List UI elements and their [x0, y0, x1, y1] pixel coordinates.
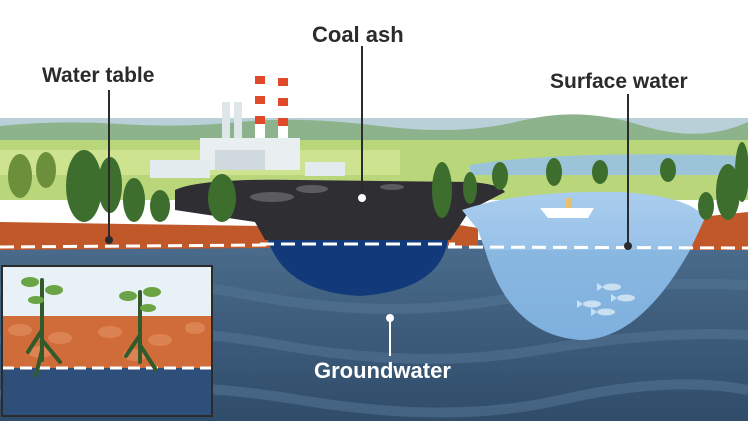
groundwater-marker	[386, 314, 394, 322]
water-table-line	[0, 243, 748, 250]
surface-water-label: Surface water	[550, 70, 688, 93]
left-soil-band	[0, 222, 270, 250]
coal-ash-marker	[358, 194, 366, 202]
tree-icon	[8, 142, 748, 222]
surface-water-marker	[624, 242, 632, 250]
soil-cutaway-inset	[2, 266, 212, 416]
coal-ash-label: Coal ash	[312, 22, 404, 47]
power-plant-icon	[150, 68, 345, 178]
leader-lines	[108, 46, 629, 356]
fish-icon	[577, 283, 635, 316]
water-table-marker	[105, 236, 113, 244]
boat-icon	[540, 198, 594, 218]
coal-ash-leak-plume	[268, 240, 448, 296]
groundwater-label: Groundwater	[314, 358, 451, 383]
water-table-label: Water table	[42, 64, 155, 87]
